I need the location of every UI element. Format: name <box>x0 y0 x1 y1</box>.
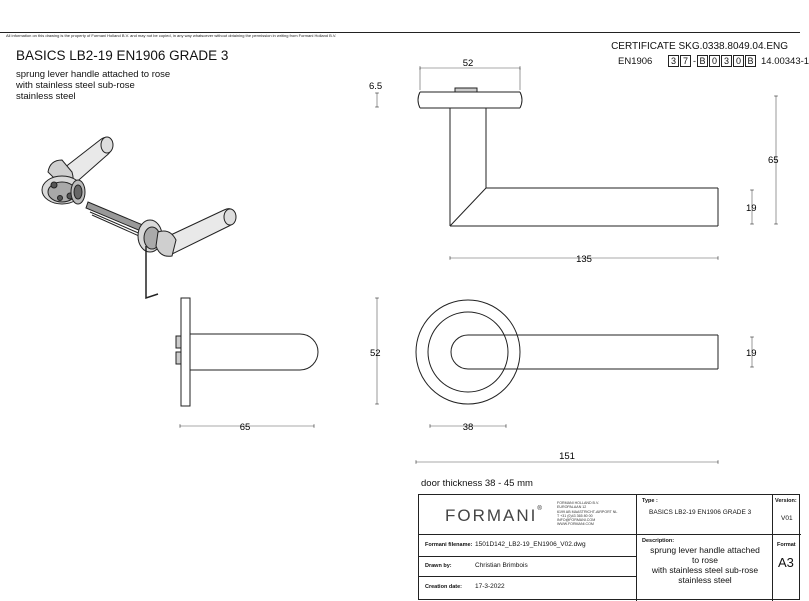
door-thickness-note: door thickness 38 - 45 mm <box>421 478 533 489</box>
description-line-2: with stainless steel sub-rose <box>16 80 135 91</box>
type-cell: Type : BASICS LB2-19 EN1906 GRADE 3 <box>637 495 773 535</box>
type-label: Type : <box>642 498 658 504</box>
description-line-1: sprung lever handle attached to rose <box>16 69 171 80</box>
filename-cell: Formani filename: 1501D142_LB2-19_EN1906… <box>419 535 637 557</box>
dim-rose-diameter: 52 <box>370 348 381 359</box>
address-line: EUROPALAAN 12 <box>557 505 587 510</box>
class-separator: - <box>693 56 696 66</box>
version-value: V01 <box>781 515 793 522</box>
class-box: 7 <box>680 55 691 67</box>
class-box: 0 <box>709 55 720 67</box>
format-cell: Format A3 <box>773 535 801 601</box>
address-line: WWW.FORMANI.COM <box>557 522 594 527</box>
format-label: Format <box>777 542 796 548</box>
dim-lever-thickness-top: 19 <box>746 203 757 214</box>
drawn-by-label: Drawn by: <box>425 563 452 569</box>
side-view <box>175 297 319 407</box>
dim-total-height: 65 <box>768 155 779 166</box>
drawn-by-value: Christian Brimbois <box>475 562 528 569</box>
description-label: Description: <box>642 538 675 544</box>
disclaimer-text: All information on this drawing is the p… <box>6 33 337 38</box>
dimension-lines <box>179 66 778 464</box>
filename-value: 1501D142_LB2-19_EN1906_V02.dwg <box>475 541 586 548</box>
dim-rose-thickness: 6.5 <box>369 81 382 92</box>
title-block: FORMANI® FORMANI HOLLAND B.V. EUROPALAAN… <box>418 494 801 601</box>
description-line: sprung lever handle attached <box>650 545 760 555</box>
class-box: 3 <box>668 55 679 67</box>
description-line: with stainless steel sub-rose <box>651 565 759 575</box>
filename-label: Formani filename: <box>425 542 473 548</box>
drawn-by-cell: Drawn by: Christian Brimbois <box>419 557 637 577</box>
company-address: FORMANI HOLLAND B.V. EUROPALAAN 12 6199 … <box>557 501 617 527</box>
description-line: stainless steel <box>678 575 732 585</box>
address-line: FORMANI HOLLAND B.V. <box>557 501 600 505</box>
allen-key <box>145 246 159 300</box>
logo-cell: FORMANI® FORMANI HOLLAND B.V. EUROPALAAN… <box>419 495 637 535</box>
address-line: T +31 (0)43 365 80 00 <box>557 513 593 518</box>
creation-date-cell: Creation date: 17-3-2022 <box>419 577 637 601</box>
creation-date-value: 17-3-2022 <box>475 583 505 590</box>
creation-date-label: Creation date: <box>425 584 462 590</box>
dim-lever-length: 135 <box>576 254 592 265</box>
dim-front-thickness: 19 <box>746 348 757 359</box>
en-standard-label: EN1906 <box>618 55 653 67</box>
format-value: A3 <box>778 555 794 570</box>
dim-front-length: 151 <box>559 451 575 462</box>
version-cell: Version: V01 <box>773 495 801 535</box>
type-value: BASICS LB2-19 EN1906 GRADE 3 <box>649 509 752 516</box>
top-view <box>417 87 719 227</box>
description-cell: Description: sprung lever handle attache… <box>637 535 773 601</box>
class-box: B <box>697 55 708 67</box>
class-box: 0 <box>733 55 744 67</box>
sub-rose-ring <box>70 179 86 205</box>
formani-logo: FORMANI® <box>445 506 542 526</box>
top-border-line <box>0 32 800 33</box>
dim-front-shank: 38 <box>463 422 474 433</box>
description-line-3: stainless steel <box>16 91 76 102</box>
address-line: 6199 AB MAASTRICHT-AIRPORT NL <box>557 509 618 514</box>
drawing-title: BASICS LB2-19 EN1906 GRADE 3 <box>16 48 229 63</box>
formani-logo-text: FORMANI <box>445 506 538 525</box>
description-text: sprung lever handle attached to rose wit… <box>637 545 773 585</box>
certificate-number: 14.00343-1 <box>761 55 809 67</box>
registered-mark: ® <box>537 506 542 512</box>
front-view <box>415 299 719 405</box>
certificate-label: CERTIFICATE SKG.0338.8049.04.ENG <box>611 41 788 52</box>
version-label: Version: <box>775 498 797 504</box>
en1906-classification: EN1906 3 7 - B 0 3 0 B 14.00343-1 <box>618 55 809 67</box>
description-line: to rose <box>692 555 718 565</box>
dim-top-width: 52 <box>463 58 474 69</box>
address-line: INFO@FORMANI.COM <box>557 518 596 523</box>
lower-lever-handle <box>155 208 237 257</box>
isometric-exploded-view <box>41 136 237 300</box>
class-box: B <box>745 55 756 67</box>
class-box: 3 <box>721 55 732 67</box>
dim-side-depth: 65 <box>240 422 251 433</box>
